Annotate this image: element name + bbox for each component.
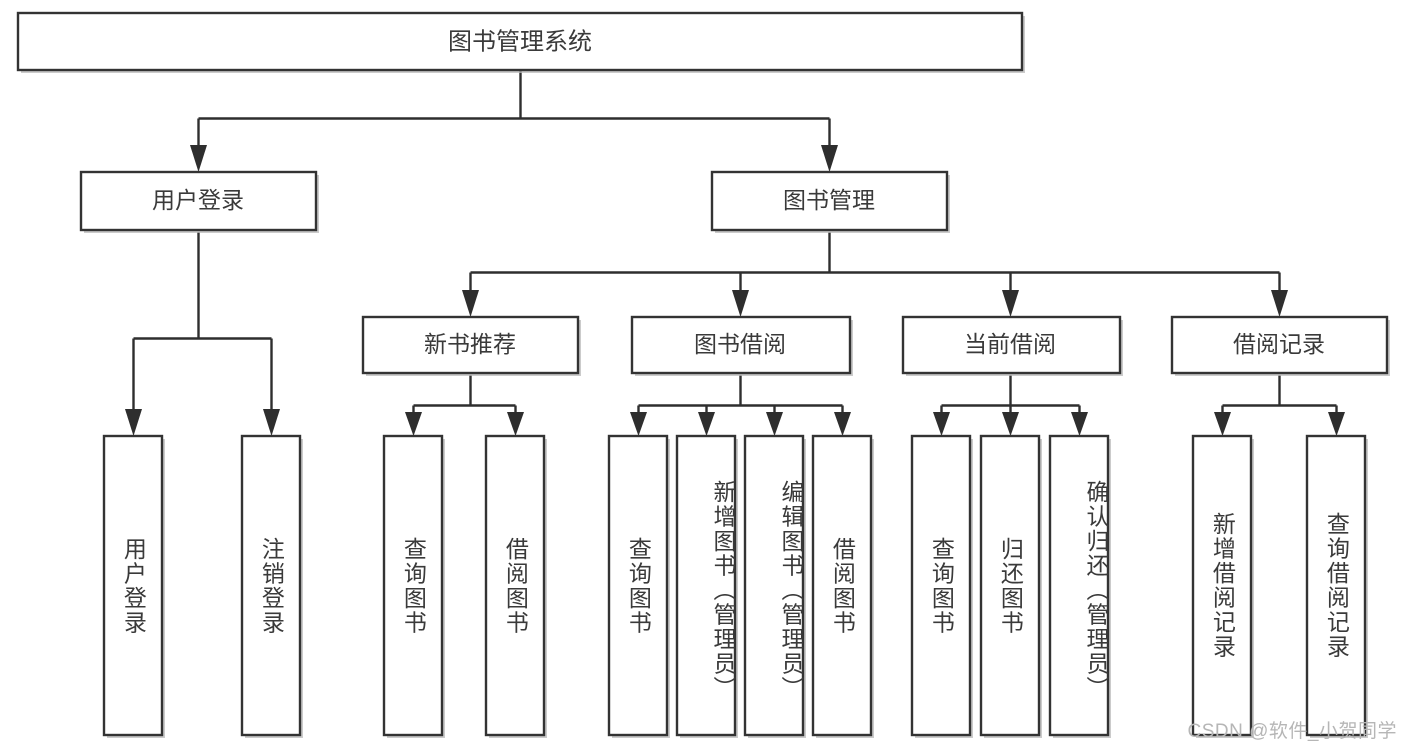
node-book-management[interactable]: 图书管理 [710,170,950,233]
node-rect [79,170,318,232]
node-rect [1191,434,1253,737]
leaf-node-add-book-admin[interactable] [675,434,738,738]
leaf-node-borrow-book-recommend[interactable] [484,434,547,738]
node-rect [1170,315,1389,375]
arrow-head-icon [405,412,422,436]
node-borrow-record[interactable]: 借阅记录 [1170,315,1390,376]
leaf-node-edit-book-admin[interactable] [743,434,806,738]
leaf-node-return-book[interactable] [979,434,1042,738]
leaf-node-query-book-borrow[interactable] [607,434,670,738]
arrow-head-icon [125,409,142,436]
node-rect [979,434,1041,737]
node-rect [710,170,949,232]
leaf-node-add-borrow-record[interactable] [1191,434,1254,738]
arrow-head-icon [732,290,749,317]
arrow-head-icon [698,412,715,436]
arrow-head-icon [834,412,851,436]
leaf-node-borrow-book[interactable] [811,434,874,738]
node-label: 用户登录 [152,187,244,213]
node-rect [484,434,546,737]
arrow-head-icon [263,409,280,436]
node-rect [630,315,852,375]
arrow-head-icon [821,145,838,172]
connector-currentborrow-to-leaves [933,375,1088,436]
leaf-node-confirm-return-admin[interactable] [1048,434,1111,738]
connector-userlogin-to-leaves [125,232,280,436]
csdn-watermark: CSDN @软件_小贺同学 [1187,721,1397,742]
node-rect [1048,434,1110,737]
node-label: 借阅记录 [1233,331,1325,357]
arrow-head-icon [507,412,524,436]
arrow-head-icon [190,145,207,172]
arrow-head-icon [462,290,479,317]
arrow-head-icon [766,412,783,436]
node-rect [102,434,164,737]
node-root-book-management-system[interactable]: 图书管理系统 [16,11,1025,73]
node-rect [743,434,805,737]
leaf-node-query-book-recommend[interactable] [382,434,445,738]
node-rect [1305,434,1367,737]
node-label: 当前借阅 [964,331,1056,357]
node-rect [901,315,1122,375]
connector-root-to-level2 [190,70,838,172]
node-book-borrow[interactable]: 图书借阅 [630,315,853,376]
node-label: 新书推荐 [424,331,516,357]
leaf-node-query-borrow-record[interactable] [1305,434,1368,738]
arrow-head-icon [630,412,647,436]
node-rect [607,434,669,737]
node-label: 图书借阅 [694,331,786,357]
arrow-head-icon [1271,290,1288,317]
node-user-login[interactable]: 用户登录 [79,170,319,233]
node-rect [16,11,1024,72]
arrow-head-icon [1002,412,1019,436]
arrow-head-icon [1328,412,1345,436]
leaf-node-logout[interactable] [240,434,303,738]
node-current-borrow[interactable]: 当前借阅 [901,315,1123,376]
arrow-head-icon [1214,412,1231,436]
connector-newbook-to-leaves [405,375,524,436]
node-rect [675,434,737,737]
node-rect [361,315,580,375]
connector-bookmanage-to-level3 [462,232,1288,317]
arrow-head-icon [933,412,950,436]
leaf-node-user-login-action[interactable] [102,434,165,738]
arrow-head-icon [1071,412,1088,436]
node-label: 图书管理系统 [448,28,592,55]
connector-bookborrow-to-leaves [630,375,851,436]
arrow-head-icon [1002,290,1019,317]
node-rect [811,434,873,737]
node-rect [382,434,444,737]
node-rect [240,434,302,737]
connector-borrowrecord-to-leaves [1214,375,1345,436]
node-label: 图书管理 [783,187,875,213]
leaf-node-query-book-current[interactable] [910,434,973,738]
node-rect [910,434,972,737]
node-new-book-recommend[interactable]: 新书推荐 [361,315,581,376]
